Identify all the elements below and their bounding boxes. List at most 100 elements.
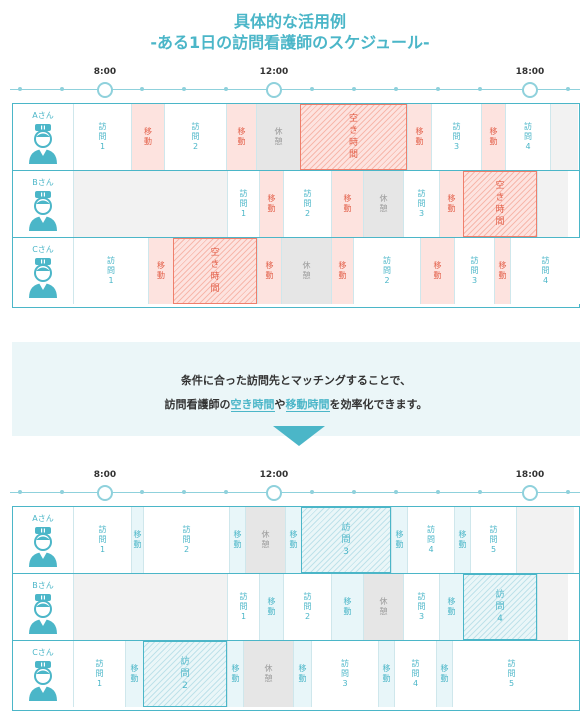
nurse-name: Aさん [32,514,54,523]
schedule-block: 移動 [378,641,394,707]
timeline-dot [352,490,356,494]
block-label: 移動 [343,597,352,616]
schedule-block: 休憩 [281,238,331,304]
block-label: 移動 [298,664,307,683]
message-text: 訪問看護師の [164,398,231,411]
nurse-avatar-icon [27,661,59,701]
block-label: 移動 [144,127,152,146]
block-label: 移動 [447,194,456,213]
timeline-dot [436,87,440,91]
timeline-dot [436,490,440,494]
schedule-block: 移動 [439,574,463,640]
timeline-dot [182,87,186,91]
schedule-block: 移動 [331,238,353,304]
block-label: 移動 [338,261,347,280]
nurse-name: Bさん [32,178,54,187]
timeline-line [10,492,580,493]
schedule-block: 空き時間 [300,104,407,170]
block-label: 休憩 [274,127,283,146]
time-label: 8:00 [93,67,117,77]
schedule-block: 移動 [229,507,245,573]
timeline-after: 8:00 12:00 18:00 [10,470,580,505]
timeline-dot [310,87,314,91]
schedule-block: 移動 [420,238,454,304]
schedule-block: 移動 [259,171,283,237]
nurse-cell: Bさん [13,574,74,640]
time-marker-icon [266,485,282,501]
block-label: 移動 [231,664,240,683]
nurse-cell: Bさん [13,171,74,237]
time-marker-icon [522,82,538,98]
time-label: 8:00 [93,470,117,480]
block-label: 移動 [237,127,246,146]
block-label: 移動 [265,261,274,280]
block-label: 移動 [458,530,467,549]
block-label: 移動 [433,261,442,280]
block-label: 空き時間 [210,248,220,294]
nurse-cell: Cさん [13,238,74,304]
schedule-block: 移動 [391,507,407,573]
schedule-block: 移動 [131,507,143,573]
nurse-cell: Cさん [13,641,74,707]
timeline-dot [478,87,482,91]
message-line-1: 条件に合った訪問先とマッチングすることで、 [180,374,412,387]
time-marker-icon [97,485,113,501]
timeline-before: 8:00 12:00 18:00 [10,67,580,102]
timeline-dot [566,490,570,494]
schedule-block [537,171,568,237]
block-label: 移動 [267,194,276,213]
timeline-dot [224,87,228,91]
block-label: 移動 [489,127,498,146]
block-label: 休憩 [379,194,388,213]
timeline-line [10,89,580,90]
timeline-dot [310,490,314,494]
schedule-block: 移動 [407,104,431,170]
block-label: 空き時間 [348,114,358,160]
schedule-block: 移動 [494,238,510,304]
timeline-dot [394,87,398,91]
block-label: 休憩 [302,261,311,280]
timeline-dot [566,87,570,91]
time-label: 18:00 [515,67,545,77]
schedule-block: 移動 [131,104,164,170]
block-label: 移動 [343,194,352,213]
schedule-block: 移動 [439,171,463,237]
schedule-block: 休憩 [256,104,300,170]
message-text: を効率化できます。 [329,398,428,411]
